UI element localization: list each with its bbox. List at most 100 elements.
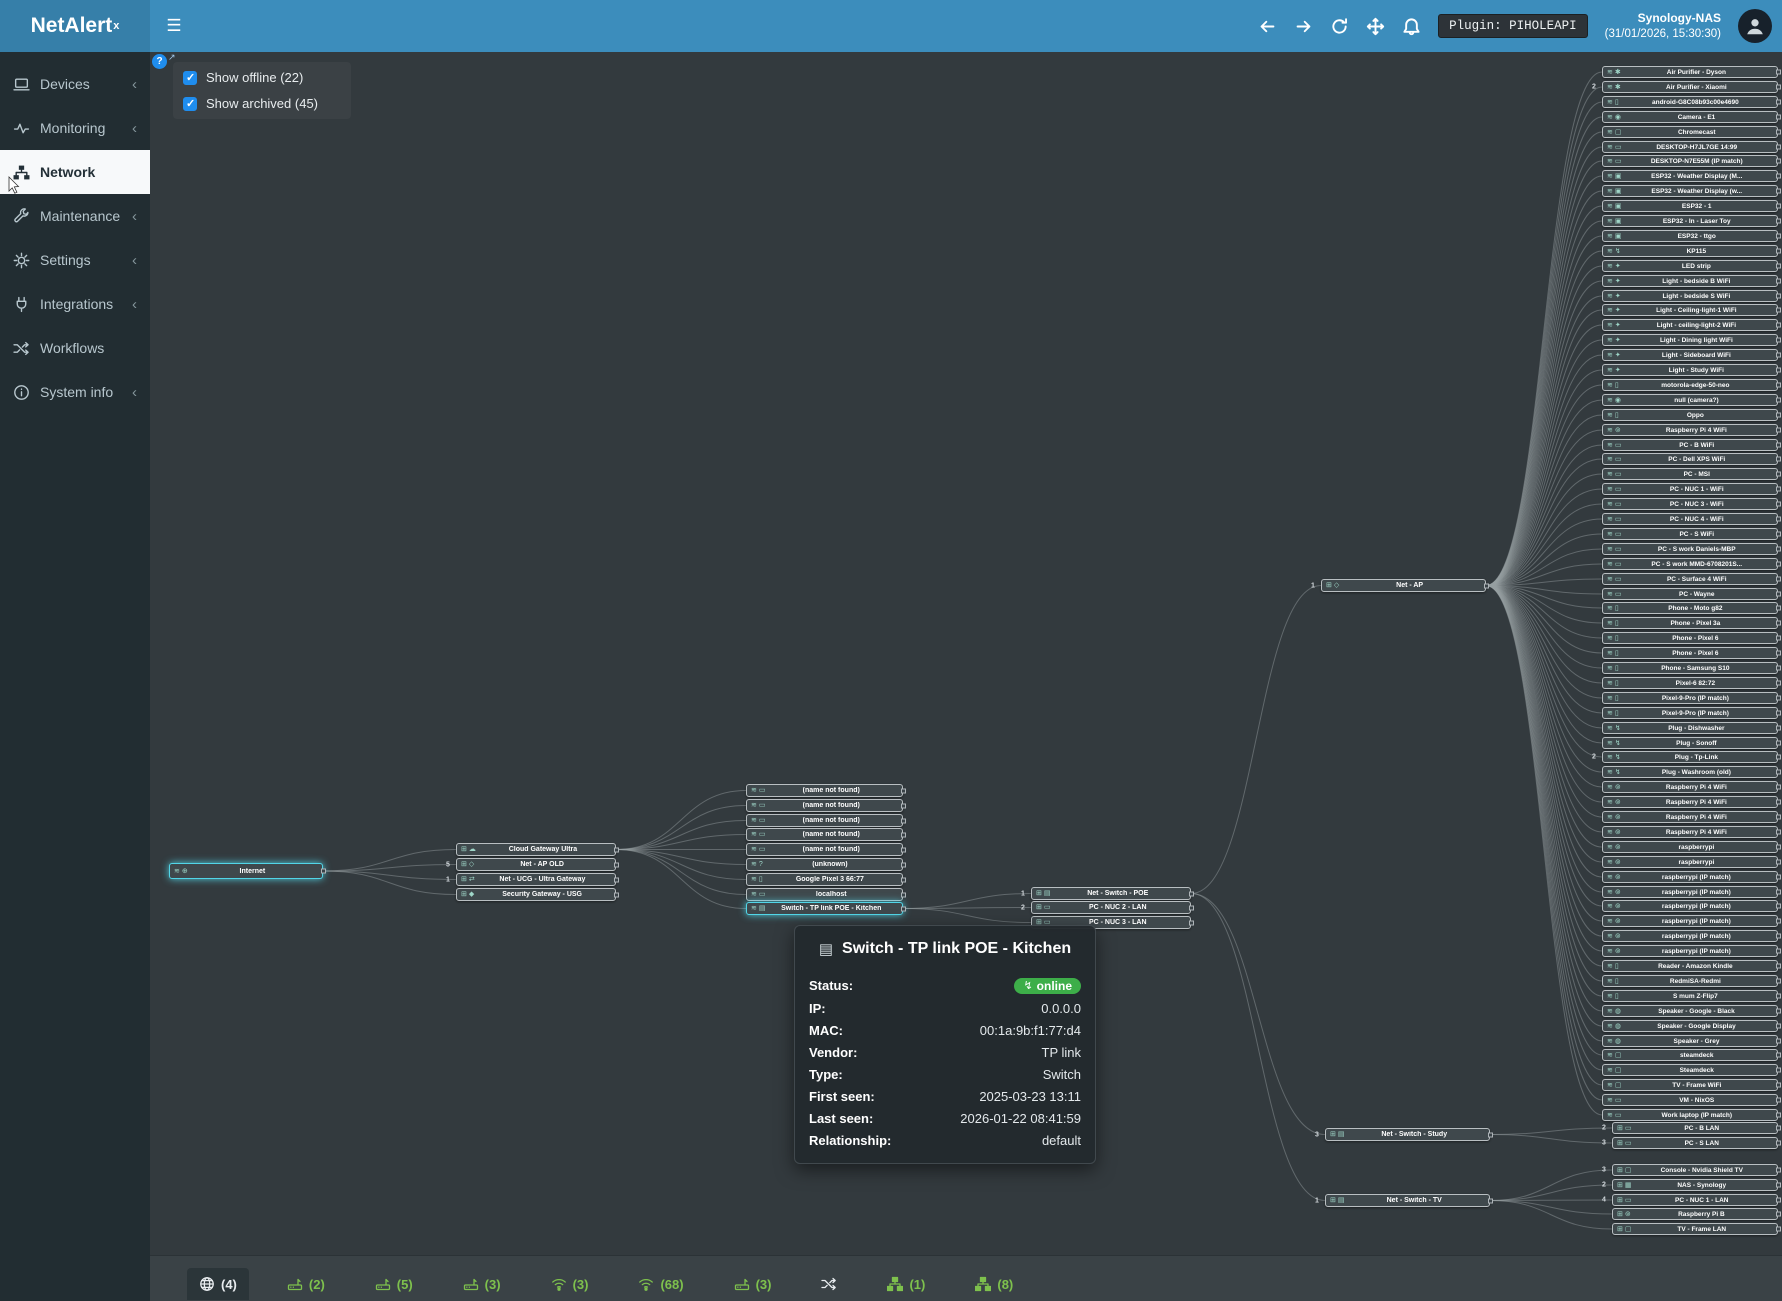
node-toggle-handle[interactable] xyxy=(1776,382,1781,388)
footer-tab-modem[interactable]: (5) xyxy=(363,1268,425,1300)
node-toggle-handle[interactable] xyxy=(1776,233,1781,239)
node-toggle-handle[interactable] xyxy=(1776,1038,1781,1044)
node-toggle-handle[interactable] xyxy=(1776,754,1781,760)
graph-node-esp32-1[interactable]: ≋▣ESP32 - 1 xyxy=(1602,200,1781,212)
node-toggle-handle[interactable] xyxy=(1776,173,1781,179)
node-toggle-handle[interactable] xyxy=(1776,218,1781,224)
sidebar-item-settings[interactable]: Settings ‹ xyxy=(0,238,150,282)
footer-tab-shuffle[interactable] xyxy=(809,1268,849,1300)
node-toggle-handle[interactable] xyxy=(1776,546,1781,552)
graph-node-internet[interactable]: ≋⊕Internet xyxy=(169,863,326,879)
node-toggle-handle[interactable] xyxy=(1776,1008,1781,1014)
graph-node-plug-washroom-old[interactable]: ≋↯Plug - Washroom (old) xyxy=(1602,766,1781,778)
node-toggle-handle[interactable] xyxy=(901,803,906,808)
back-arrow-icon[interactable] xyxy=(1258,17,1277,36)
node-toggle-handle[interactable] xyxy=(1776,1182,1781,1188)
sidebar-item-workflows[interactable]: Workflows xyxy=(0,326,150,370)
footer-tab-sitemap[interactable]: (8) xyxy=(963,1268,1025,1300)
node-toggle-handle[interactable] xyxy=(1776,784,1781,790)
node-toggle-handle[interactable] xyxy=(1776,412,1781,418)
node-toggle-handle[interactable] xyxy=(1776,486,1781,492)
graph-node-speaker-google-black[interactable]: ≋◍Speaker - Google - Black xyxy=(1602,1005,1781,1017)
node-toggle-handle[interactable] xyxy=(1776,889,1781,895)
graph-node-pc-dell-xps-wifi[interactable]: ≋▭PC - Dell XPS WiFi xyxy=(1602,453,1781,465)
notifications-bell-icon[interactable] xyxy=(1402,17,1421,36)
graph-node-net-switch-study[interactable]: 3⊞▤Net - Switch - Study xyxy=(1315,1128,1493,1141)
graph-node-esp32-in-laser-toy[interactable]: ≋▣ESP32 - In - Laser Toy xyxy=(1602,215,1781,227)
graph-node-esp32-weather-display-w[interactable]: ≋▣ESP32 - Weather Display (w... xyxy=(1602,185,1781,197)
node-toggle-handle[interactable] xyxy=(1776,278,1781,284)
node-toggle-handle[interactable] xyxy=(901,862,906,867)
node-toggle-handle[interactable] xyxy=(614,877,619,882)
node-toggle-handle[interactable] xyxy=(1776,203,1781,209)
node-toggle-handle[interactable] xyxy=(1776,903,1781,909)
footer-tab-wifi[interactable]: (68) xyxy=(626,1268,695,1300)
graph-node-air-purifier-dyson[interactable]: ≋✱Air Purifier - Dyson xyxy=(1602,66,1781,78)
node-toggle-handle[interactable] xyxy=(1776,1067,1781,1073)
node-toggle-handle[interactable] xyxy=(1776,1082,1781,1088)
graph-node-steamdeck[interactable]: ≋▢steamdeck xyxy=(1602,1049,1781,1061)
graph-node-esp32-weather-display-m[interactable]: ≋▣ESP32 - Weather Display (M... xyxy=(1602,170,1781,182)
graph-node-tv-frame-wifi[interactable]: ≋▢TV - Frame WiFi xyxy=(1602,1079,1781,1091)
node-toggle-handle[interactable] xyxy=(1776,1226,1781,1232)
graph-node-pc-wayne[interactable]: ≋▭PC - Wayne xyxy=(1602,588,1781,600)
graph-node-unknown[interactable]: ≋?(unknown) xyxy=(746,858,906,871)
graph-node-phone-samsung-s10[interactable]: ≋▯Phone - Samsung S10 xyxy=(1602,662,1781,674)
graph-node-tv-frame-lan[interactable]: ⊞▢TV - Frame LAN xyxy=(1612,1223,1781,1235)
graph-node-work-laptop-ip-match[interactable]: ≋▭Work laptop (IP match) xyxy=(1602,1109,1781,1121)
node-toggle-handle[interactable] xyxy=(1776,1125,1781,1131)
node-toggle-handle[interactable] xyxy=(1189,891,1194,896)
node-toggle-handle[interactable] xyxy=(1776,1052,1781,1058)
graph-node-reader-amazon-kindle[interactable]: ≋▯Reader - Amazon Kindle xyxy=(1602,960,1781,972)
node-toggle-handle[interactable] xyxy=(1776,158,1781,164)
node-toggle-handle[interactable] xyxy=(1776,1112,1781,1118)
footer-tab-sitemap[interactable]: (1) xyxy=(875,1268,937,1300)
sidebar-toggle-icon[interactable]: ☰ xyxy=(166,16,182,35)
footer-tab-modem[interactable]: (3) xyxy=(722,1268,784,1300)
graph-node-pc-s-work-daniels-mbp[interactable]: ≋▭PC - S work Daniels-MBP xyxy=(1602,543,1781,555)
graph-node-pc-s-work-mmd-6708201s[interactable]: ≋▭PC - S work MMD-6708201S... xyxy=(1602,558,1781,570)
node-toggle-handle[interactable] xyxy=(1189,905,1194,910)
sidebar-item-monitoring[interactable]: Monitoring ‹ xyxy=(0,106,150,150)
refresh-icon[interactable] xyxy=(1330,17,1349,36)
graph-node-net-ap-old[interactable]: 5⊞◇Net - AP OLD xyxy=(446,858,619,871)
footer-tab-globe[interactable]: (4) xyxy=(187,1268,249,1300)
node-toggle-handle[interactable] xyxy=(1776,829,1781,835)
graph-node-name-not-found[interactable]: ≋▭(name not found) xyxy=(746,843,906,856)
graph-node-android-g8c08b93c00e4690[interactable]: ≋▯android-G8C08b93c00e4690 xyxy=(1602,96,1781,108)
node-toggle-handle[interactable] xyxy=(1776,84,1781,90)
show-archived-checkbox[interactable] xyxy=(183,96,197,111)
graph-node-pixel-9-pro-ip-match[interactable]: ≋▯Pixel-9-Pro (IP match) xyxy=(1602,707,1781,719)
node-toggle-handle[interactable] xyxy=(1776,367,1781,373)
node-toggle-handle[interactable] xyxy=(1776,114,1781,120)
node-toggle-handle[interactable] xyxy=(1776,188,1781,194)
show-offline-checkbox[interactable] xyxy=(183,70,197,85)
node-toggle-handle[interactable] xyxy=(1776,516,1781,522)
node-toggle-handle[interactable] xyxy=(1776,99,1781,105)
help-icon[interactable]: ? xyxy=(152,54,167,69)
graph-node-speaker-google-display[interactable]: ≋◍Speaker - Google Display xyxy=(1602,1020,1781,1032)
graph-node-vm-nixos[interactable]: ≋▭VM - NixOS xyxy=(1602,1094,1781,1106)
graph-node-pixel-9-pro-ip-match[interactable]: ≋▯Pixel-9-Pro (IP match) xyxy=(1602,692,1781,704)
graph-node-name-not-found[interactable]: ≋▭(name not found) xyxy=(746,799,906,812)
graph-node-raspberrypi[interactable]: ≋⊚raspberrypi xyxy=(1602,841,1781,853)
graph-node-pc-msi[interactable]: ≋▭PC - MSI xyxy=(1602,468,1781,480)
graph-node-raspberry-pi-4-wifi[interactable]: ≋⊚Raspberry Pi 4 WiFi xyxy=(1602,796,1781,808)
graph-node-desktop-h7jl7ge-14-99[interactable]: ≋▭DESKTOP-H7JL7GE 14:99 xyxy=(1602,141,1781,153)
node-toggle-handle[interactable] xyxy=(1776,591,1781,597)
sidebar-item-maintenance[interactable]: Maintenance ‹ xyxy=(0,194,150,238)
node-toggle-handle[interactable] xyxy=(1776,129,1781,135)
node-toggle-handle[interactable] xyxy=(1776,918,1781,924)
graph-node-raspberrypi-ip-match[interactable]: ≋⊚raspberrypi (IP match) xyxy=(1602,886,1781,898)
graph-node-raspberry-pi-4-wifi[interactable]: ≋⊚Raspberry Pi 4 WiFi xyxy=(1602,781,1781,793)
graph-node-light-study-wifi[interactable]: ≋✦Light - Study WiFi xyxy=(1602,364,1781,376)
graph-node-raspberrypi-ip-match[interactable]: ≋⊚raspberrypi (IP match) xyxy=(1602,871,1781,883)
graph-node-raspberrypi-ip-match[interactable]: ≋⊚raspberrypi (IP match) xyxy=(1602,930,1781,942)
node-toggle-handle[interactable] xyxy=(1776,710,1781,716)
node-toggle-handle[interactable] xyxy=(1776,531,1781,537)
graph-node-net-switch-tv[interactable]: 1⊞▤Net - Switch - TV xyxy=(1315,1194,1493,1207)
graph-node-light-bedside-b-wifi[interactable]: ≋✦Light - bedside B WiFi xyxy=(1602,275,1781,287)
node-toggle-handle[interactable] xyxy=(1776,307,1781,313)
node-toggle-handle[interactable] xyxy=(1776,1097,1781,1103)
